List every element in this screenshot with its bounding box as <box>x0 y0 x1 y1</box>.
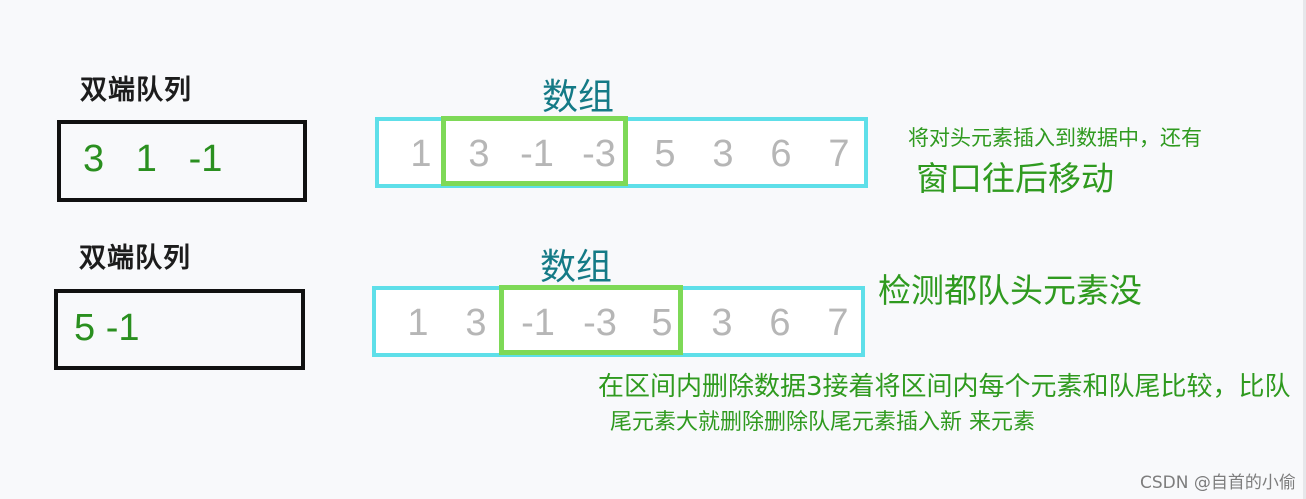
note-2-line2: 尾元素大就删除删除队尾元素插入新 来元素 <box>610 410 1035 435</box>
array-box-1: 1 3 -1 -3 5 3 6 7 <box>375 117 868 188</box>
array-cell-1-4: 5 <box>654 133 676 175</box>
array-cell-1-3: -3 <box>582 133 616 175</box>
deque-title-1: 双端队列 <box>80 75 192 106</box>
sliding-window-1 <box>441 116 628 186</box>
array-cell-2-1: 3 <box>465 302 487 344</box>
right-edge-border <box>1303 0 1306 499</box>
watermark: CSDN @自首的小偷 <box>1140 473 1296 493</box>
note-1-line2: 窗口往后移动 <box>916 159 1114 198</box>
array-title-2: 数组 <box>540 247 613 288</box>
note-2-line1: 在区间内删除数据3接着将区间内每个元素和队尾比较，比队 <box>598 372 1291 402</box>
array-box-2: 1 3 -1 -3 5 3 6 7 <box>372 286 865 357</box>
array-cell-2-6: 6 <box>769 302 791 344</box>
deque-box-2: 5 -1 <box>54 289 305 370</box>
array-cell-2-7: 7 <box>827 302 849 344</box>
array-cell-2-4: 5 <box>651 302 673 344</box>
array-cell-1-1: 3 <box>468 133 490 175</box>
array-cell-1-6: 6 <box>770 133 792 175</box>
note-1-line1: 将对头元素插入到数据中，还有 <box>908 126 1202 150</box>
sliding-window-2 <box>499 285 683 355</box>
array-cell-2-0: 1 <box>407 302 429 344</box>
deque-title-2: 双端队列 <box>79 243 191 274</box>
deque-box-1: 3 1 -1 <box>57 120 307 202</box>
note-2-head: 检测都队头元素没 <box>878 271 1142 310</box>
array-cell-1-0: 1 <box>410 133 432 175</box>
array-cell-2-5: 3 <box>711 302 733 344</box>
array-cell-2-2: -1 <box>521 302 555 344</box>
array-cell-2-3: -3 <box>583 302 617 344</box>
array-cell-1-2: -1 <box>520 133 554 175</box>
array-title-1: 数组 <box>542 77 615 118</box>
deque-values-2: 5 -1 <box>74 307 140 349</box>
array-cell-1-7: 7 <box>828 133 850 175</box>
deque-values-1: 3 1 -1 <box>83 138 223 180</box>
array-cell-1-5: 3 <box>712 133 734 175</box>
